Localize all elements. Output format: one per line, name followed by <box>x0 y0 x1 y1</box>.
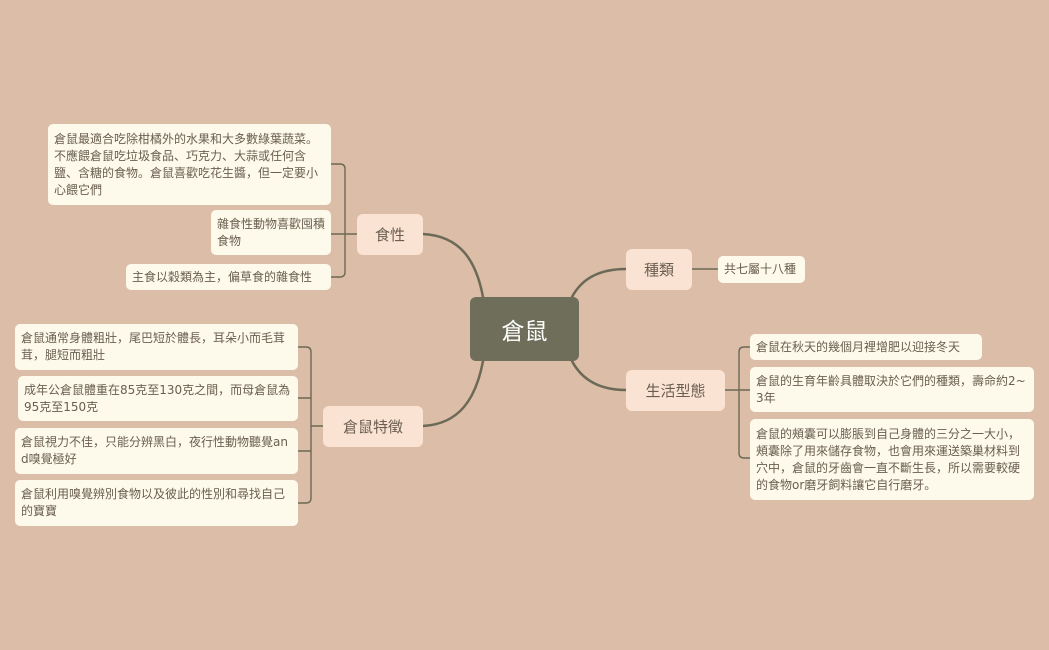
branch-traits[interactable]: 倉鼠特徵 <box>323 406 423 447</box>
branch-lifestyle-label: 生活型態 <box>645 382 706 400</box>
leaf-text: 倉鼠的頰囊可以膨脹到自己身體的三分之一大小，頰囊除了用來儲存食物，也會用來運送築… <box>756 426 1021 492</box>
leaf-traits-1[interactable]: 倉鼠通常身體粗壯，尾巴短於體長，耳朵小而毛茸茸，腿短而粗壯 <box>15 324 298 370</box>
bracket-traits <box>298 346 323 504</box>
leaf-lifestyle-2[interactable]: 倉鼠的生育年齡具體取決於它們的種類，壽命約2~3年 <box>750 367 1034 412</box>
leaf-text: 倉鼠在秋天的幾個月裡增肥以迎接冬天 <box>756 339 961 354</box>
connector-root-traits <box>421 359 485 428</box>
leaf-text: 雜食性動物喜歡囤積食物 <box>217 216 326 248</box>
leaf-text: 倉鼠利用嗅覺辨別食物以及彼此的性別和尋找自己的寶寶 <box>21 487 286 518</box>
branch-traits-label: 倉鼠特徵 <box>342 418 403 436</box>
leaf-diet-2[interactable]: 雜食性動物喜歡囤積食物 <box>211 210 331 255</box>
leaf-species-1[interactable]: 共七屬十八種 <box>718 256 805 283</box>
leaf-text: 倉鼠的生育年齡具體取決於它們的種類，壽命約2~3年 <box>756 373 1026 405</box>
root-label: 倉鼠 <box>501 319 548 345</box>
connector-root-lifestyle <box>570 359 628 392</box>
leaf-text: 倉鼠最適合吃除柑橘外的水果和大多數綠葉蔬菜。不應餵倉鼠吃垃圾食品、巧克力、大蒜或… <box>54 131 319 197</box>
connector-root-species <box>570 267 628 299</box>
branch-diet[interactable]: 食性 <box>357 214 423 255</box>
leaf-traits-2[interactable]: 成年公倉鼠體重在85克至130克之間，而母倉鼠為95克至150克 <box>18 376 298 421</box>
bracket-diet <box>331 163 357 278</box>
branch-diet-label: 食性 <box>374 226 405 244</box>
bracket-lifestyle <box>725 346 750 459</box>
branch-lifestyle[interactable]: 生活型態 <box>626 370 725 411</box>
leaf-diet-3[interactable]: 主食以穀類為主，偏草食的雜食性 <box>126 264 331 290</box>
leaf-lifestyle-1[interactable]: 倉鼠在秋天的幾個月裡增肥以迎接冬天 <box>750 334 982 360</box>
leaf-text: 倉鼠視力不佳，只能分辨黑白，夜行性動物聽覺and嗅覺極好 <box>21 435 288 466</box>
leaf-traits-3[interactable]: 倉鼠視力不佳，只能分辨黑白，夜行性動物聽覺and嗅覺極好 <box>15 428 298 474</box>
leaf-text: 共七屬十八種 <box>724 262 797 276</box>
root-node[interactable]: 倉鼠 <box>470 297 579 361</box>
leaf-text: 成年公倉鼠體重在85克至130克之間，而母倉鼠為95克至150克 <box>24 382 291 414</box>
leaf-text: 倉鼠通常身體粗壯，尾巴短於體長，耳朵小而毛茸茸，腿短而粗壯 <box>21 331 286 362</box>
leaf-lifestyle-3[interactable]: 倉鼠的頰囊可以膨脹到自己身體的三分之一大小，頰囊除了用來儲存食物，也會用來運送築… <box>750 419 1034 500</box>
leaf-traits-4[interactable]: 倉鼠利用嗅覺辨別食物以及彼此的性別和尋找自己的寶寶 <box>15 480 298 526</box>
leaf-text: 主食以穀類為主，偏草食的雜食性 <box>132 269 313 284</box>
branch-species[interactable]: 種類 <box>626 249 692 290</box>
branch-species-label: 種類 <box>643 261 674 279</box>
leaf-diet-1[interactable]: 倉鼠最適合吃除柑橘外的水果和大多數綠葉蔬菜。不應餵倉鼠吃垃圾食品、巧克力、大蒜或… <box>48 124 331 205</box>
connector-root-diet <box>421 232 485 299</box>
